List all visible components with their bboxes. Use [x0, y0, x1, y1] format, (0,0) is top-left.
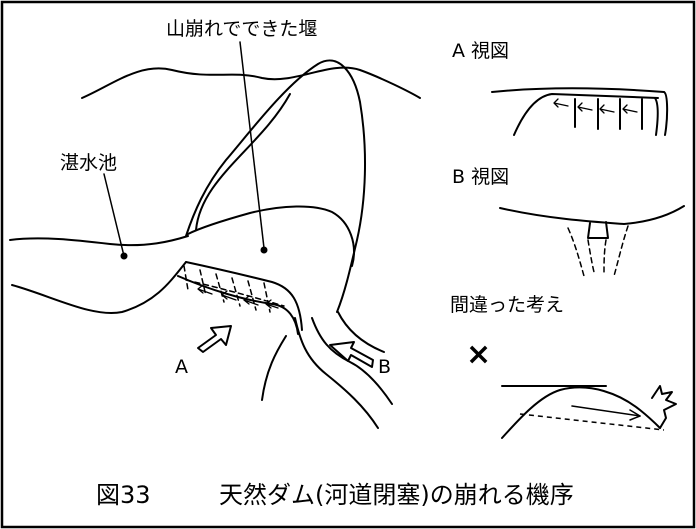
cross-mark-icon: ×	[466, 337, 492, 372]
view-a-sketch	[491, 87, 669, 136]
breach-upper-bank	[185, 261, 303, 331]
label-arrow-b: B	[378, 356, 392, 378]
label-wrong-idea: 間違った考え	[450, 294, 565, 316]
valley-slope-left	[261, 335, 287, 401]
leader-line-dam	[239, 41, 265, 249]
view-b-sketch	[499, 205, 685, 239]
label-view-b: B 視図	[452, 166, 510, 188]
reservoir-point	[120, 252, 128, 260]
main-sketch	[9, 41, 421, 429]
river-bank-right	[311, 317, 393, 405]
wrong-idea-flow-arrow	[571, 405, 641, 421]
landslide-dam-inner-line	[195, 93, 291, 231]
label-landslide-dam: 山崩れでできた堰	[166, 18, 318, 40]
leader-line-reservoir	[103, 173, 125, 257]
figure-caption: 天然ダム(河道閉塞)の崩れる機序	[219, 481, 574, 509]
wrong-idea-sketch	[501, 385, 677, 439]
dam-front-ridge	[187, 205, 355, 267]
label-view-a: A 視図	[452, 40, 510, 62]
label-reservoir: 湛水池	[60, 152, 118, 174]
dam-point	[260, 246, 268, 254]
seepage-lines	[183, 265, 285, 313]
breach-lower-bank	[177, 275, 299, 335]
landslide-dam-outline	[185, 59, 367, 313]
reservoir-far-shore	[9, 235, 189, 247]
seepage-arrows	[197, 284, 279, 309]
river-bank-left	[294, 317, 379, 429]
reservoir-near-shore	[11, 261, 187, 314]
view-a-flow-arrows	[553, 98, 638, 114]
label-arrow-a: A	[175, 356, 188, 378]
mountain-ridge-line	[81, 66, 421, 99]
figure-number: 図33	[96, 481, 151, 509]
view-b-gully	[567, 225, 629, 277]
wrong-idea-dashed-base	[519, 413, 665, 431]
valley-slope-right	[337, 311, 385, 353]
viewpoint-arrow-a	[197, 325, 232, 353]
viewpoint-arrow-b	[329, 341, 374, 368]
